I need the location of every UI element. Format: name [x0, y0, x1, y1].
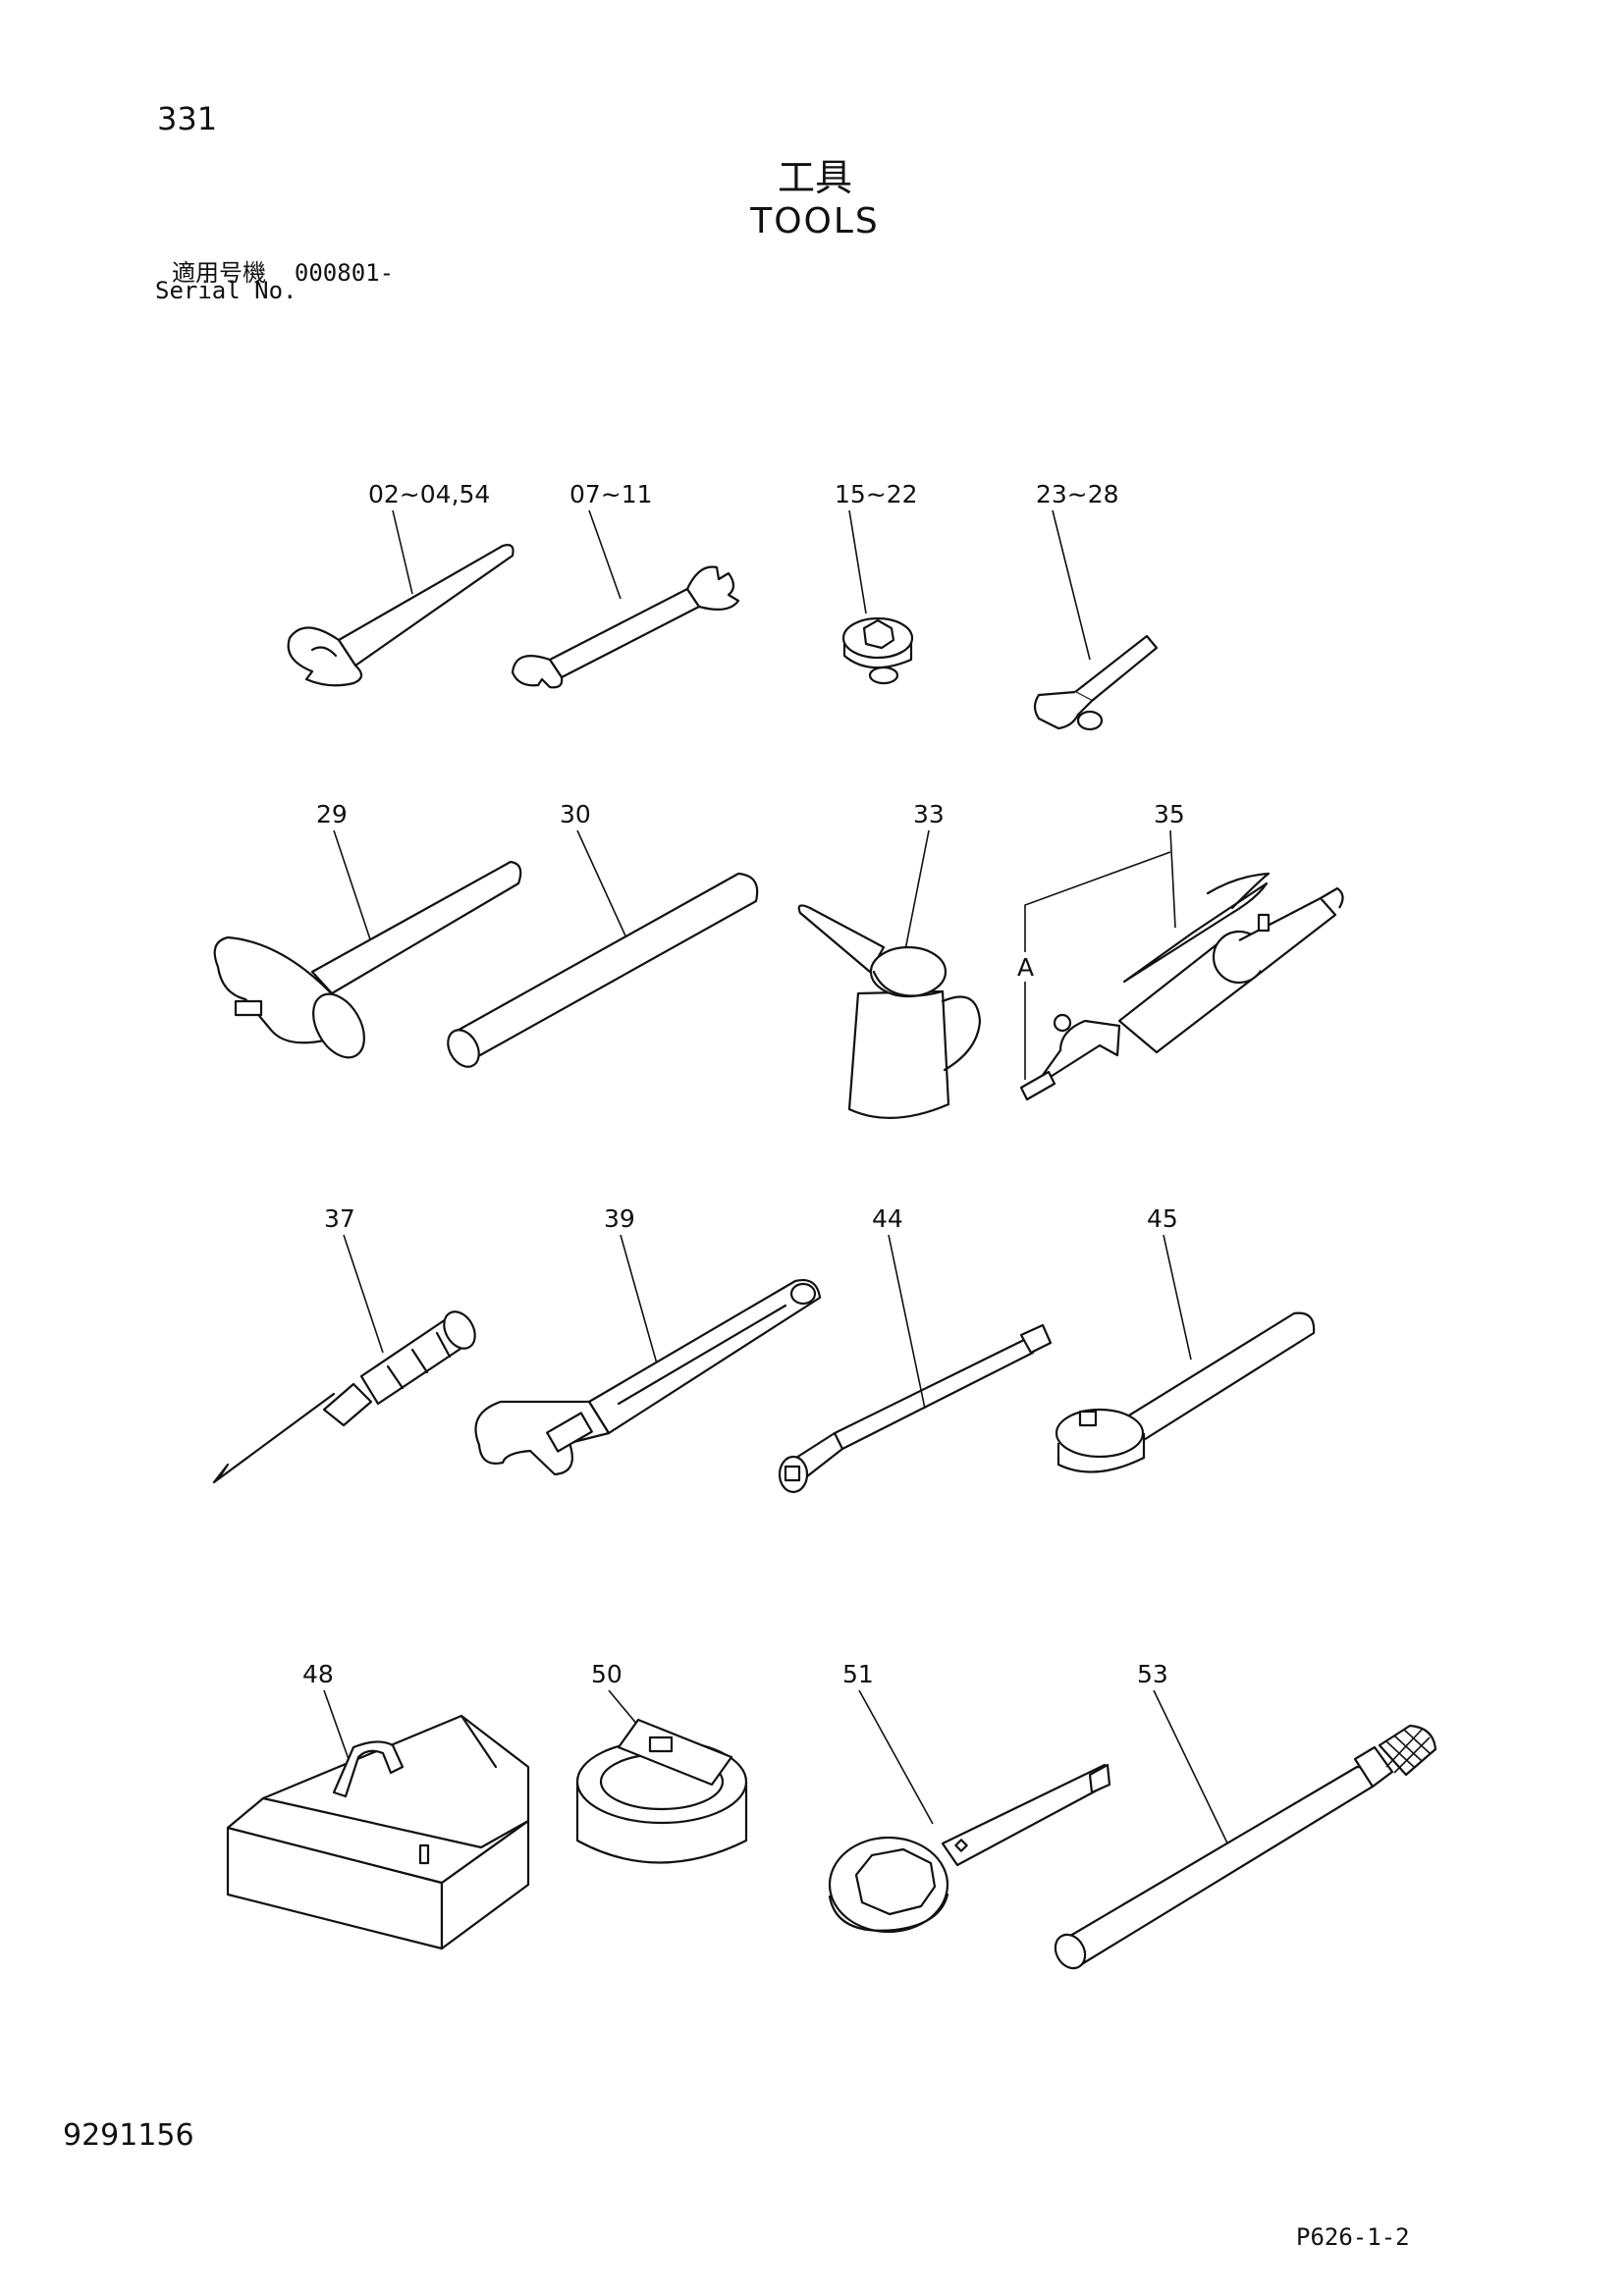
page-number: 331 — [157, 100, 218, 137]
hex-key-icon — [1033, 634, 1159, 731]
adjustable-wrench-icon — [474, 1279, 822, 1476]
socket-icon — [841, 616, 914, 685]
extension-bar-icon — [778, 1323, 1053, 1494]
serial-label-japanese: 適用号機 000801- — [172, 253, 394, 288]
filter-wrench-icon — [575, 1718, 748, 1864]
callout-51: 51 — [842, 1660, 874, 1688]
callout-48: 48 — [302, 1660, 334, 1688]
callout-35: 35 — [1154, 800, 1185, 828]
serial-label-jp-text: 適用号機 — [172, 259, 266, 287]
callout-50: 50 — [591, 1660, 623, 1688]
oil-can-icon — [797, 904, 982, 1119]
document-number: 9291156 — [63, 2118, 194, 2153]
open-end-wrench-icon — [287, 544, 514, 687]
title-english: TOOLS — [750, 201, 880, 241]
leader-lines — [323, 509, 1233, 1854]
serial-value: 000801- — [294, 259, 395, 287]
callout-37: 37 — [324, 1204, 355, 1233]
page-code: P626-1-2 — [1296, 2223, 1410, 2251]
serial-label-english: Serial No. — [155, 277, 298, 304]
pipe-icon — [447, 872, 759, 1068]
callout-53: 53 — [1137, 1660, 1168, 1688]
callout-29: 29 — [316, 800, 348, 828]
callout-44: 44 — [872, 1204, 903, 1233]
title-japanese: 工具 — [777, 156, 852, 199]
callout-39: 39 — [604, 1204, 635, 1233]
callout-07-11: 07~11 — [569, 480, 653, 508]
callout-33: 33 — [913, 800, 945, 828]
hammer-icon — [213, 860, 522, 1059]
screwdriver-icon — [212, 1310, 476, 1484]
ring-spanner-icon — [828, 1763, 1111, 1934]
callout-23-28: 23~28 — [1036, 480, 1119, 508]
callout-15-22: 15~22 — [835, 480, 918, 508]
callout-30: 30 — [560, 800, 591, 828]
callout-02-04-54: 02~04,54 — [368, 480, 490, 508]
bar-with-knurled-grip-icon — [1054, 1724, 1437, 1970]
callout-35-A: A — [1017, 953, 1034, 982]
double-open-end-wrench-icon — [511, 565, 740, 689]
callout-45: 45 — [1147, 1204, 1178, 1233]
ratchet-handle-icon — [1055, 1311, 1316, 1473]
tool-box-icon — [226, 1714, 530, 1950]
grease-gun-icon — [1019, 872, 1344, 1101]
